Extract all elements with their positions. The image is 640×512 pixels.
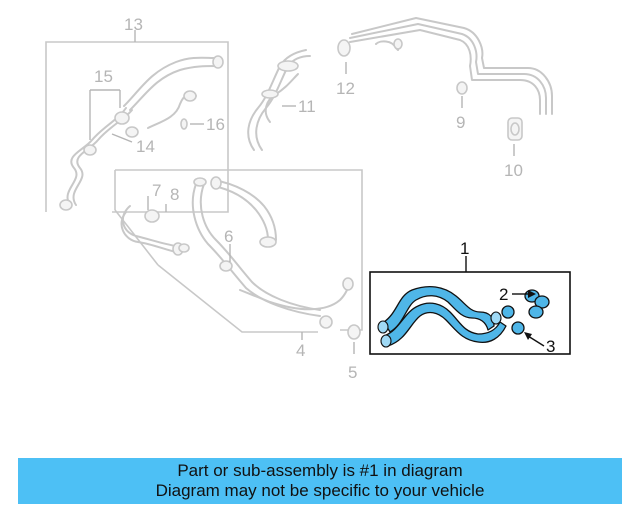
upper-pipes <box>247 17 553 156</box>
callout-5: 5 <box>348 363 357 382</box>
group-4-frame-b <box>157 264 318 333</box>
tube-bundle <box>349 29 541 115</box>
callout-12: 12 <box>336 79 355 98</box>
callout-9: 9 <box>456 113 465 132</box>
clamp-3 <box>511 321 525 335</box>
clamp-12 <box>337 39 351 57</box>
callout-2: 2 <box>499 285 508 304</box>
coolant-hose-1-lower <box>383 302 507 347</box>
callout-4: 4 <box>296 341 305 360</box>
group-13-assembly <box>45 30 229 213</box>
callout-1: 1 <box>460 239 469 258</box>
callout-7: 7 <box>152 181 161 200</box>
hose-lower-left <box>66 107 127 206</box>
group-1-frame <box>369 271 571 355</box>
group-1-assembly <box>369 256 571 355</box>
info-banner: Part or sub-assembly is #1 in diagram Di… <box>18 458 622 504</box>
group-4-assembly <box>114 169 363 354</box>
callout-14: 14 <box>136 137 155 156</box>
callout-16: 16 <box>206 115 225 134</box>
hose-upper-mid <box>213 185 269 241</box>
banner-line-2: Diagram may not be specific to your vehi… <box>155 481 485 500</box>
callout-15: 15 <box>94 67 113 86</box>
hose-11 <box>247 49 307 151</box>
banner-line-1: Part or sub-assembly is #1 in diagram <box>177 461 463 480</box>
group-13-frame <box>45 41 229 213</box>
callout-3: 3 <box>546 337 555 356</box>
coolant-hose-1 <box>383 285 495 333</box>
callout-11: 11 <box>298 97 316 116</box>
callout-6: 6 <box>224 227 233 246</box>
callout-13: 13 <box>124 15 143 34</box>
hose-upper <box>123 56 217 107</box>
callout-10: 10 <box>504 161 523 180</box>
callout-8: 8 <box>170 185 179 204</box>
parts-diagram: 13 15 14 16 11 12 9 10 7 8 6 4 5 1 2 3 <box>45 15 571 382</box>
clamp-5 <box>347 324 361 340</box>
